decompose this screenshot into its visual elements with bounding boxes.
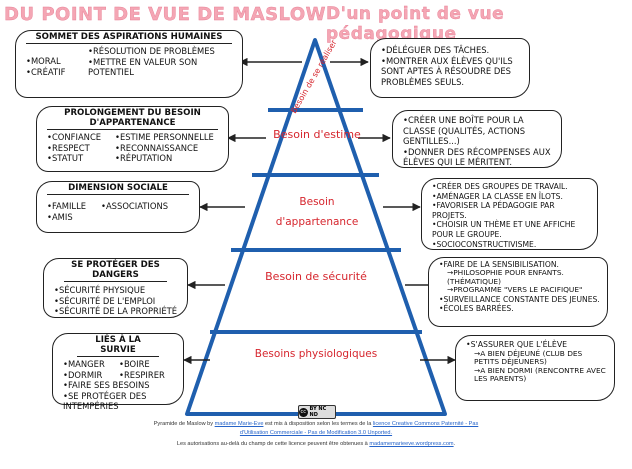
list-item: Sécurité physique: [54, 285, 181, 296]
cc-badge-text: BY NC ND: [309, 406, 327, 418]
license-link[interactable]: licence Creative Commons Paternité - Pas: [372, 421, 479, 427]
pyramid-dividers: [210, 108, 422, 334]
list-item: Aménager la classe en îlots.: [432, 192, 591, 202]
license-link[interactable]: d'Utilisation Commerciale - Pas de Modif…: [239, 430, 393, 436]
list-item: Créer des groupes de travail.: [432, 182, 591, 192]
list-item: Donner des récompenses aux élèves qui le…: [403, 147, 555, 168]
list-item: Socioconstructivisme.: [432, 240, 591, 250]
list-item: Respect: [47, 143, 115, 154]
license-text: Les autorisations au-delà du champ de ce…: [176, 441, 370, 447]
right-box-realiser: Déléguer des tâches. Montrer aux élèves …: [370, 38, 530, 98]
list-item: Résolution de problèmes: [88, 46, 236, 57]
list-item: S'assurer que l'élève: [466, 340, 608, 350]
list-item: Montrer aux élèves qu'ils sont aptes à r…: [381, 56, 523, 88]
sub-item: A bien déjeuné (club des petits déjeuner…: [466, 349, 608, 367]
list-item: Déléguer des tâches.: [381, 45, 523, 56]
left-box-dangers: Se protéger des dangers Sécurité physiqu…: [43, 258, 188, 318]
list-item: Favoriser la pédagogie par projets.: [432, 201, 591, 220]
list-item: Estime personnelle: [115, 132, 222, 143]
sub-item: A bien dormi (rencontre avec les parents…: [466, 366, 608, 384]
list-item: Faire ses besoins: [63, 380, 177, 391]
right-box-physiologiques: S'assurer que l'élève A bien déjeuné (cl…: [455, 335, 615, 401]
list-item: Dormir: [63, 370, 119, 381]
author-link[interactable]: madame Marie-Eve: [214, 421, 264, 427]
list-item: Amis: [47, 212, 101, 223]
list-item: Surveillance constante des jeunes.: [439, 295, 601, 304]
level-label-estime: Besoin d'estime: [273, 128, 361, 141]
left-box-dimension-sociale: Dimension sociale Famille Amis Associati…: [36, 181, 200, 233]
list-item: Sécurité de la propriété: [54, 306, 181, 317]
license-line-2: d'Utilisation Commerciale - Pas de Modif…: [0, 429, 632, 438]
license-line-1: Pyramide de Maslow by madame Marie-Eve e…: [0, 420, 632, 429]
right-box-estime: Créer une boîte pour la classe (qualités…: [392, 110, 562, 168]
list-item: Statut: [47, 153, 115, 164]
cc-license-badge[interactable]: cc BY NC ND: [298, 405, 336, 419]
license-text: Pyramide de Maslow by: [153, 421, 215, 427]
list-item: Moral: [26, 56, 88, 67]
list-item: Famille: [47, 201, 101, 212]
box-title: Dimension sociale: [47, 182, 189, 195]
sub-item: Philosophie pour enfants. (thématique): [439, 268, 601, 286]
list-item: Choisir un thème et une affiche pour le …: [432, 220, 591, 239]
sub-item: Programme "vers le pacifique": [439, 286, 601, 295]
list-item: Se protéger des intempéries: [63, 391, 177, 412]
cc-icon: cc: [299, 407, 308, 417]
left-box-prolongement: Prolongement du besoin d'appartenance Co…: [36, 106, 229, 172]
license-text: est mis à disposition selon les termes d…: [263, 421, 373, 427]
list-item: Faire de la sensibilisation.: [439, 260, 601, 269]
list-item: Écoles barrées.: [439, 304, 601, 313]
list-item: Manger: [63, 359, 119, 370]
list-item: Réputation: [115, 153, 222, 164]
list-item: Mettre en valeur son potentiel: [88, 57, 236, 78]
right-box-appartenance: Créer des groupes de travail. Aménager l…: [421, 178, 598, 250]
box-title: Prolongement du besoin d'appartenance: [47, 107, 218, 130]
left-box-survie: Liés à la survie Manger Dormir Boire Res…: [52, 333, 184, 411]
left-box-aspirations: Sommet des aspirations humaines Moral Cr…: [15, 30, 243, 98]
website-link[interactable]: madamemarieeve.wordpress.com: [369, 441, 454, 447]
list-item: Créatif: [26, 67, 88, 78]
list-item: Boire: [119, 359, 177, 370]
license-text: .: [453, 441, 456, 447]
box-title: Se protéger des dangers: [64, 259, 167, 282]
list-item: Créer une boîte pour la classe (qualités…: [403, 115, 555, 147]
license-line-3: Les autorisations au-delà du champ de ce…: [0, 440, 632, 449]
list-item: Confiance: [47, 132, 115, 143]
level-label-securite: Besoin de sécurité: [265, 270, 367, 283]
box-title: Liés à la survie: [77, 334, 159, 357]
list-item: Reconnaissance: [115, 143, 222, 154]
right-box-securite: Faire de la sensibilisation. Philosophie…: [428, 257, 608, 327]
level-label-physiologiques: Besoins physiologiques: [254, 348, 378, 360]
list-item: Respirer: [119, 370, 177, 381]
list-item: Sécurité de l'emploi: [54, 296, 181, 307]
header-maslow: DU POINT DE VUE DE MASLOW: [4, 4, 327, 25]
list-item: Associations: [101, 201, 193, 212]
level-label-appartenance: Besoin d'appartenance: [275, 196, 359, 228]
box-title: Sommet des aspirations humaines: [26, 31, 232, 44]
